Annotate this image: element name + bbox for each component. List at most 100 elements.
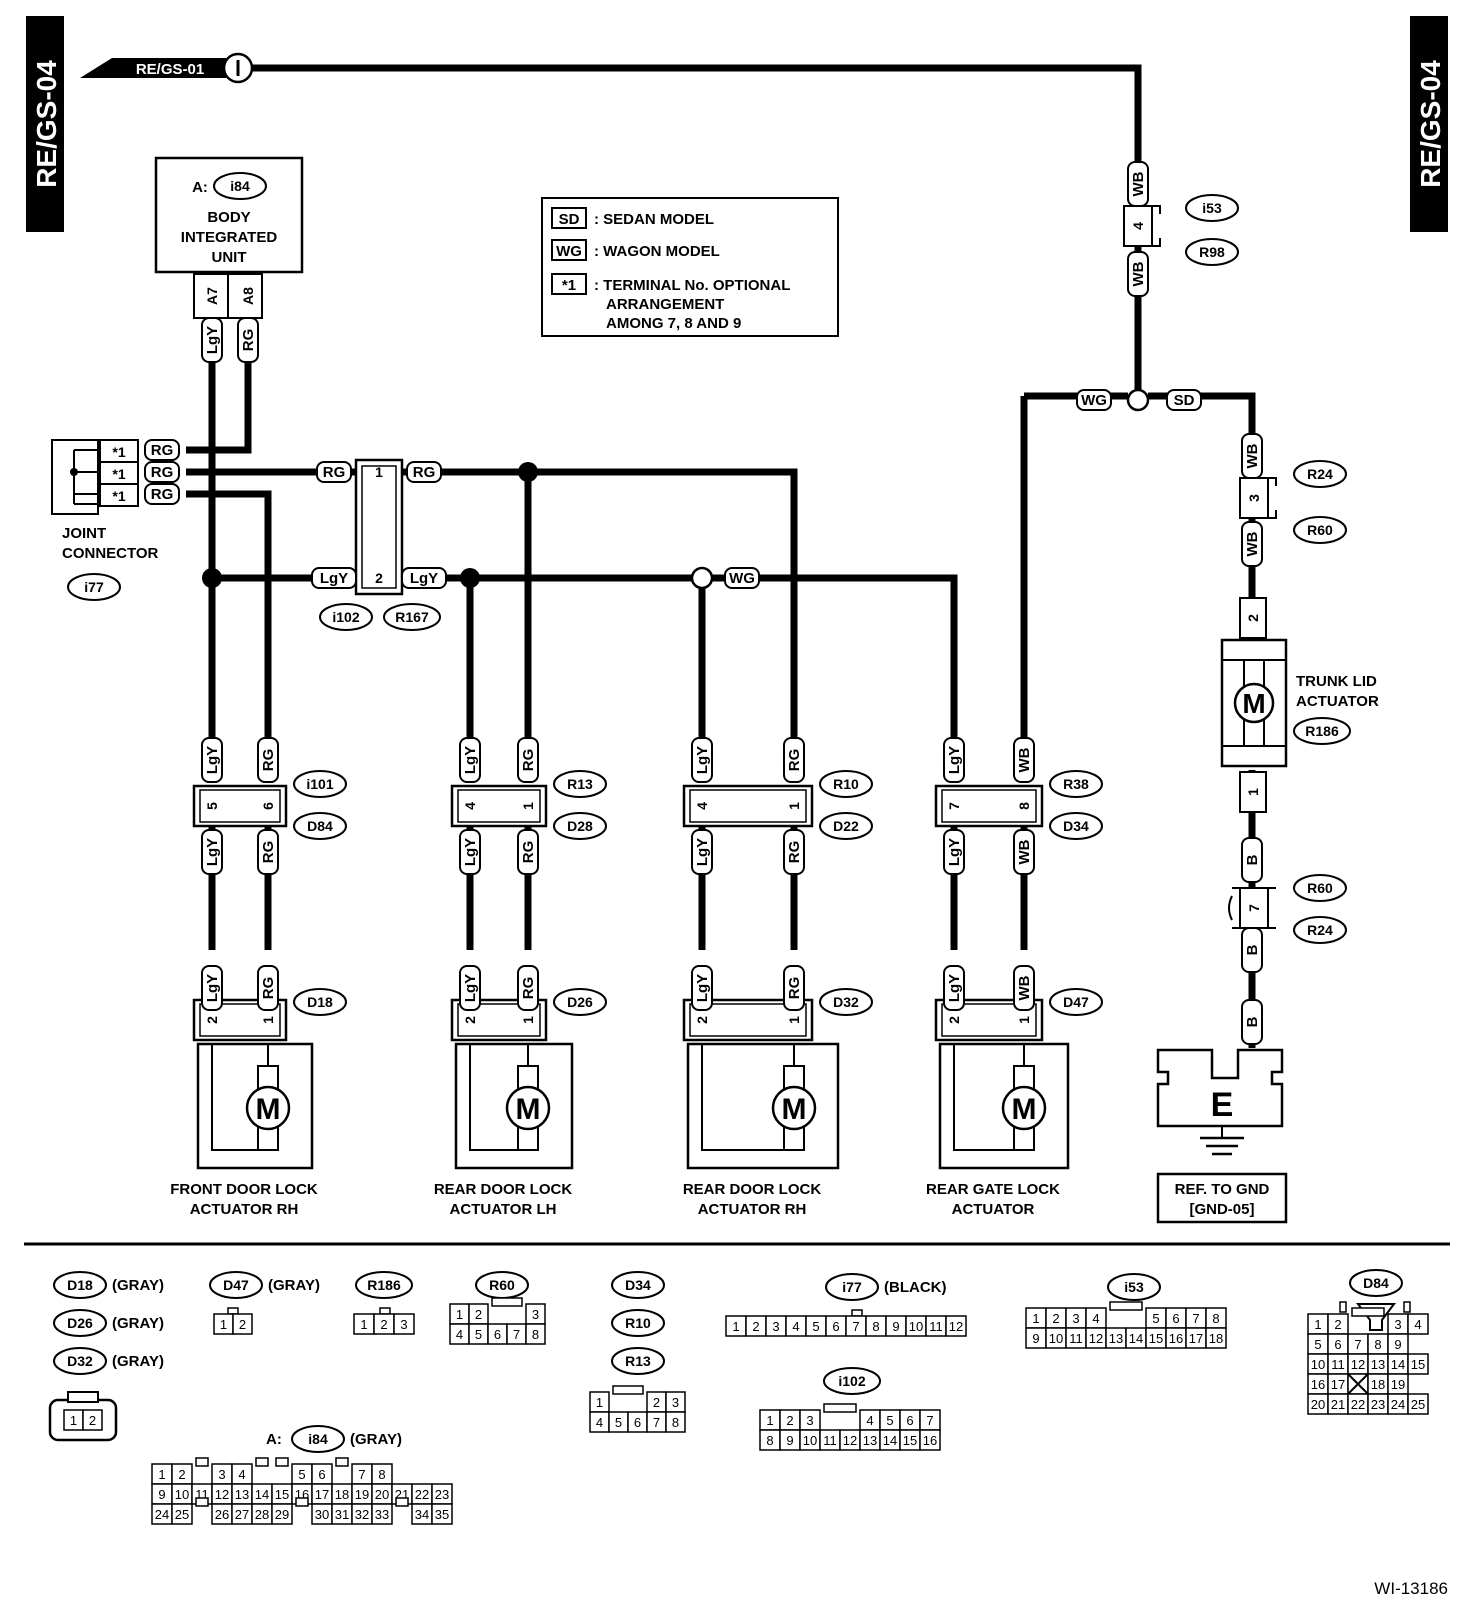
pin-cell: 14 xyxy=(1125,1327,1147,1349)
body-unit-prefix: A: xyxy=(192,179,208,196)
pin-number: 8 xyxy=(378,1467,385,1482)
pin-cell: 1 xyxy=(759,1409,781,1431)
pin-number: 2 xyxy=(1334,1317,1341,1332)
pin-number: 23 xyxy=(1371,1397,1385,1412)
tag-body-lgy-text: LgY xyxy=(204,326,221,354)
tag-joint-rg-1-text: RG xyxy=(151,442,174,459)
pin-number: 2 xyxy=(380,1317,387,1332)
body-unit-name-2: INTEGRATED xyxy=(181,229,278,246)
pin-cell: 10 xyxy=(1045,1327,1067,1349)
pin-number: 1 xyxy=(732,1319,739,1334)
pin-number: 4 xyxy=(1092,1311,1099,1326)
pin-number: 18 xyxy=(1209,1331,1223,1346)
pin-cell: 16 xyxy=(1165,1327,1187,1349)
svg-text:R60: R60 xyxy=(489,1277,515,1293)
mid-code-i102: i102 xyxy=(319,603,373,631)
pin-a7: A7 xyxy=(204,287,220,305)
inline-code-upper-text: R10 xyxy=(833,776,859,792)
pin-cell: 15 xyxy=(1407,1353,1429,1375)
mid-pin-1: 1 xyxy=(375,464,383,480)
pin-number: 16 xyxy=(1311,1377,1325,1392)
view-code-r13: R13 xyxy=(611,1347,665,1375)
tag-act3-left-3: LgY xyxy=(691,965,713,1011)
pin-cell: 8 xyxy=(525,1323,546,1345)
pin-number: 8 xyxy=(766,1433,773,1448)
pin-number: 5 xyxy=(615,1415,622,1430)
svg-text:R24: R24 xyxy=(1307,922,1333,938)
pin-number: 11 xyxy=(1331,1357,1345,1372)
tag-junction-wg-text: WG xyxy=(1081,392,1107,409)
view-color-i77: (BLACK) xyxy=(884,1279,946,1296)
pin-a8: A8 xyxy=(240,287,256,305)
tag-act2-right-1: RG xyxy=(517,737,539,783)
pin-cell: 5 xyxy=(1145,1307,1167,1329)
pin-cell: 12 xyxy=(839,1429,861,1451)
pin-number: 2 xyxy=(752,1319,759,1334)
pin-cell xyxy=(1109,1301,1143,1311)
tag-top-wb-lower-text: WB xyxy=(1130,261,1147,286)
tag-act4-right-3: WB xyxy=(1013,965,1035,1011)
motor-letter: M xyxy=(516,1093,541,1126)
tag-act4-left-1-text: LgY xyxy=(946,746,963,774)
tag-act2-left-3-text: LgY xyxy=(462,974,479,1002)
pin-cell: 3 xyxy=(211,1463,233,1485)
pin-cell: 1 xyxy=(1307,1313,1329,1335)
tag-act4-left-3: LgY xyxy=(943,965,965,1011)
pin-cell: 1 xyxy=(589,1391,610,1413)
pin-number: 4 xyxy=(866,1413,873,1428)
pin-cell xyxy=(395,1497,409,1507)
svg-text:D32: D32 xyxy=(67,1353,93,1369)
tag-trunk-wb-upper-text: WB xyxy=(1244,443,1261,468)
svg-text:R98: R98 xyxy=(1199,244,1225,260)
pin-cell: 14 xyxy=(1387,1353,1409,1375)
pin-cell: 26 xyxy=(211,1503,233,1525)
tag-act2-left-2-text: LgY xyxy=(462,838,479,866)
pin-cell: 4 xyxy=(231,1463,253,1485)
pin-cell: 25 xyxy=(1407,1393,1429,1415)
svg-text:D84: D84 xyxy=(1363,1275,1389,1291)
pin-cell: 23 xyxy=(431,1483,453,1505)
pin-cell: 11 xyxy=(819,1429,841,1451)
pin-cell: 1 xyxy=(725,1315,747,1337)
pin-cell: 17 xyxy=(1185,1327,1207,1349)
figure-id: WI-13186 xyxy=(1374,1579,1448,1598)
tag-act4-left-2-text: LgY xyxy=(946,838,963,866)
pin-cell: 22 xyxy=(1347,1393,1369,1415)
tag-joint-rg-3: RG xyxy=(144,483,180,505)
tag-trunk-b-1-text: B xyxy=(1244,854,1261,865)
tag-act3-right-2: RG xyxy=(783,829,805,875)
body-integrated-unit: A: i84 BODY INTEGRATED UNIT A7 A8 xyxy=(154,156,304,319)
tag-act4-right-3-text: WB xyxy=(1016,975,1033,1000)
pin-cell: 15 xyxy=(899,1429,921,1451)
pin-cell: 4 xyxy=(785,1315,807,1337)
actuator-name-1: FRONT DOOR LOCK xyxy=(170,1181,318,1198)
pin-number: 10 xyxy=(1049,1331,1063,1346)
svg-text:R10: R10 xyxy=(625,1315,651,1331)
pin-cell: 10 xyxy=(799,1429,821,1451)
tag-junction-sd-text: SD xyxy=(1174,392,1195,409)
inline-code-upper: R10 xyxy=(819,770,873,798)
svg-text:D26: D26 xyxy=(67,1315,93,1331)
pin-number: 1 xyxy=(158,1467,165,1482)
pin-cell: 8 xyxy=(1367,1333,1389,1355)
svg-text:i53: i53 xyxy=(1202,200,1222,216)
pin-cell: 2 xyxy=(1327,1313,1349,1335)
pin-number: 9 xyxy=(786,1433,793,1448)
tag-body-lgy: LgY xyxy=(201,317,223,363)
top-right-connector: 4 i53 R98 xyxy=(1123,194,1239,266)
actuator-code: D32 xyxy=(819,988,873,1016)
top-right-code-r98: R98 xyxy=(1185,238,1239,266)
pin-cell: 17 xyxy=(1327,1373,1349,1395)
pin-number: 12 xyxy=(843,1433,857,1448)
pin-cell xyxy=(275,1457,289,1467)
pin-cell: 7 xyxy=(646,1411,667,1433)
tag-top-wb-lower: WB xyxy=(1127,251,1149,297)
pin-cell: 1 xyxy=(63,1409,84,1431)
pin-number: 15 xyxy=(1149,1331,1163,1346)
tag-act3-right-3-text: RG xyxy=(786,977,803,1000)
pin-number: 6 xyxy=(832,1319,839,1334)
